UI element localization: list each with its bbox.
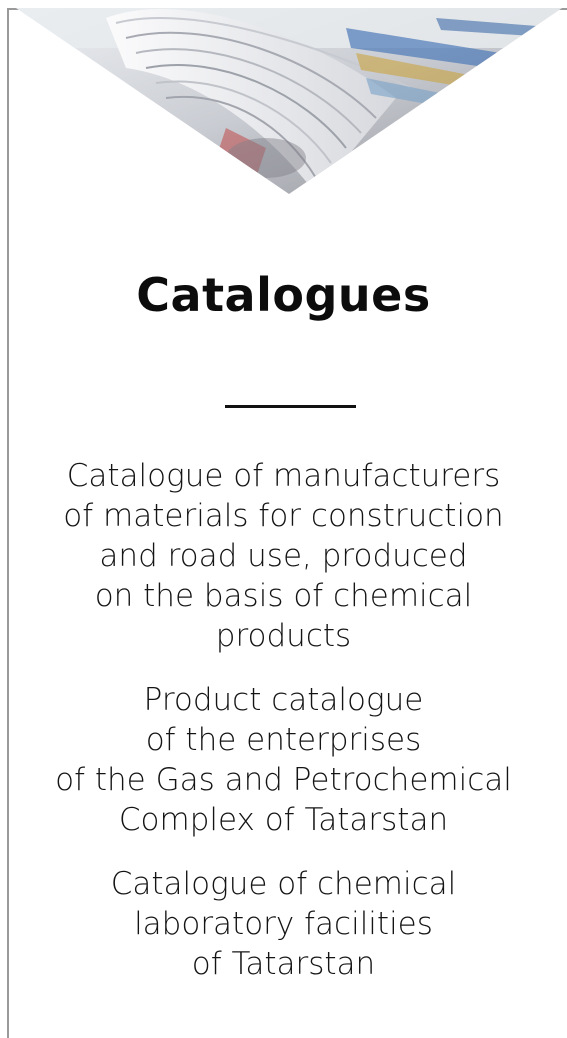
catalogue-line: of the enterprises: [145, 722, 422, 758]
catalogue-line: products: [215, 618, 352, 654]
catalogue-line: Catalogue of manufacturers: [66, 458, 501, 494]
catalogue-line: of Tatarstan: [191, 946, 376, 982]
catalogue-line: laboratory facilities: [134, 906, 433, 942]
catalogue-line: Product catalogue: [143, 682, 424, 718]
catalogue-link-laboratory-facilities[interactable]: Catalogue of chemical laboratory facilit…: [10, 864, 557, 984]
hero-magazine-image: [16, 8, 562, 194]
catalogue-line: on the basis of chemical: [94, 578, 473, 614]
catalogue-line: Complex of Tatarstan: [118, 802, 449, 838]
catalogue-line: of the Gas and Petrochemical: [55, 762, 512, 798]
catalogue-link-construction-materials[interactable]: Catalogue of manufacturers of materials …: [10, 456, 557, 656]
catalogue-list: Catalogue of manufacturers of materials …: [10, 456, 557, 1008]
page-title: Catalogues: [136, 268, 431, 322]
magazine-pages-icon: [16, 8, 562, 194]
catalogue-line: and road use, produced: [99, 538, 468, 574]
catalogue-line: of materials for construction: [63, 498, 504, 534]
catalogue-link-gas-petrochemical[interactable]: Product catalogue of the enterprises of …: [10, 680, 557, 840]
title-divider: [225, 405, 356, 408]
catalogue-line: Catalogue of chemical: [110, 866, 457, 902]
